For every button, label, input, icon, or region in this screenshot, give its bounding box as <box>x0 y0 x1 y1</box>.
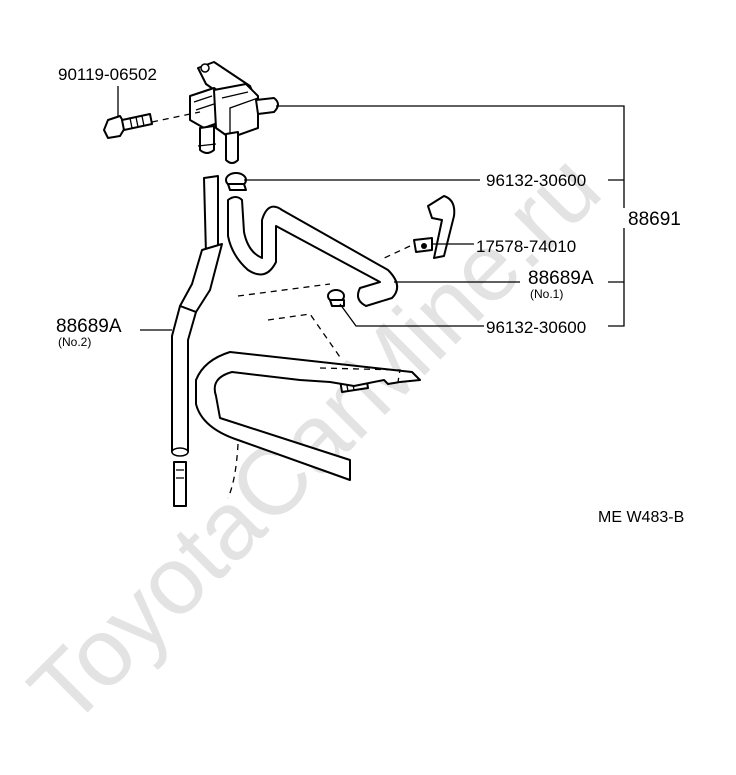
watermark-text: ToyotaCarMine.ru <box>9 133 620 744</box>
intake-chamber <box>195 351 421 481</box>
vacuum-hose-no1 <box>227 196 399 307</box>
diagram-code: ME W483-B <box>598 509 684 526</box>
callout-clamp-bottom: 96132-30600 <box>486 318 586 337</box>
bolt-part <box>103 113 153 139</box>
vacuum-valve <box>189 61 279 164</box>
callout-bolt: 90119-06502 <box>58 65 157 84</box>
callout-hose-no1: 88689A <box>528 268 594 289</box>
callout-hose-no1-sub: (No.1) <box>530 287 563 301</box>
hose-clamp-top <box>225 172 247 191</box>
bracket-part <box>413 195 456 259</box>
callout-hose-no2: 88689A <box>56 316 122 337</box>
hose-clamp-bottom <box>327 289 345 307</box>
callout-hose-no2-sub: (No.2) <box>58 335 91 349</box>
vacuum-hose-no2 <box>171 175 223 507</box>
callout-bracket: 17578-74010 <box>476 237 576 256</box>
callout-assembly: 88691 <box>628 209 681 230</box>
callout-clamp-top: 96132-30600 <box>486 171 586 190</box>
